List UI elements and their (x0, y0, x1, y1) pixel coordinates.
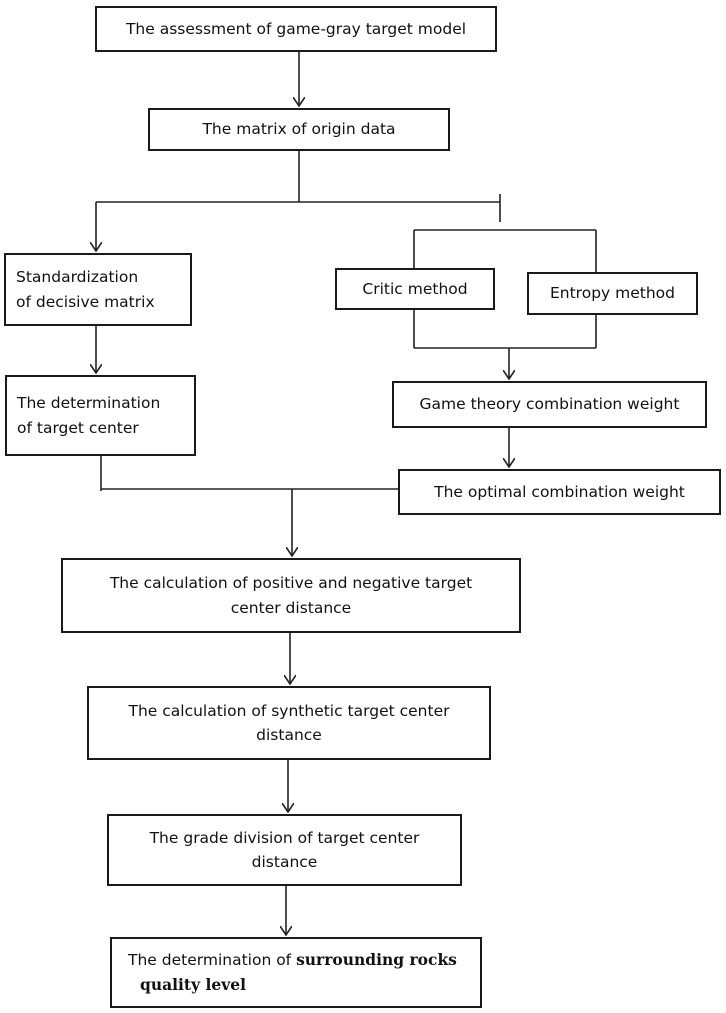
origin-matrix-label: The matrix of origin data (202, 120, 396, 139)
box-entropy: Entropy method (527, 272, 698, 315)
box-assessment: The assessment of game-gray target model (95, 6, 497, 52)
critic-label: Critic method (362, 279, 468, 298)
box-determination: The determination of target center (5, 375, 196, 456)
box-critic: Critic method (335, 268, 495, 310)
entropy-label: Entropy method (549, 284, 675, 303)
box-final: The determination of surrounding rocks q… (110, 937, 482, 1008)
determination-line-2: of target center (17, 418, 139, 437)
box-calc-pos-neg: The calculation of positive and negative… (61, 558, 521, 633)
box-calc-synthetic: The calculation of synthetic target cent… (87, 686, 491, 760)
standardization-line-2: of decisive matrix (16, 292, 155, 311)
final-line-1a: The determination of (128, 951, 297, 970)
final-line-1: The determination of surrounding rocks (128, 948, 480, 972)
final-line-2: quality level (140, 974, 246, 994)
standardization-line-1: Standardization (16, 268, 139, 287)
game-theory-label: Game theory combination weight (419, 395, 680, 414)
calc-synthetic-line-1: The calculation of synthetic target cent… (128, 701, 450, 720)
calc-pos-neg-line-1: The calculation of positive and negative… (109, 574, 473, 593)
determination-line-1: The determination (17, 394, 161, 413)
grade-division-line-2: distance (251, 853, 318, 871)
box-optimal: The optimal combination weight (398, 469, 721, 515)
grade-division-line-1: The grade division of target center (149, 828, 420, 847)
box-origin-matrix: The matrix of origin data (148, 108, 450, 151)
optimal-label: The optimal combination weight (434, 482, 685, 501)
assessment-label: The assessment of game-gray target model (125, 19, 467, 38)
box-standardization: Standardization of decisive matrix (4, 253, 192, 326)
final-line-1b: surrounding rocks (296, 950, 457, 970)
box-game-theory: Game theory combination weight (392, 381, 707, 428)
box-grade-division: The grade division of target center dist… (107, 814, 462, 886)
calc-pos-neg-line-2: center distance (230, 598, 352, 617)
calc-synthetic-line-2: distance (256, 726, 322, 744)
